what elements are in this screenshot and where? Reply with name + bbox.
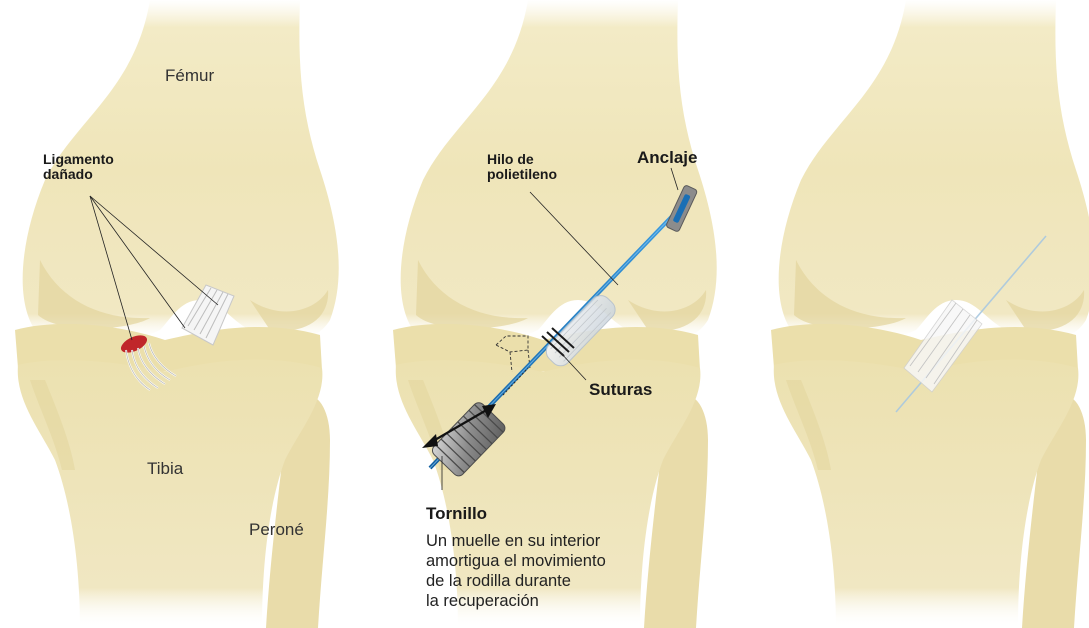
tornillo-label: Tornillo bbox=[426, 505, 487, 524]
anclaje-label: Anclaje bbox=[637, 149, 697, 168]
tornillo-description: Un muelle en su interior amortigua el mo… bbox=[426, 531, 606, 612]
suturas-label: Suturas bbox=[589, 381, 652, 400]
femur-label: Fémur bbox=[165, 67, 214, 86]
perone-label: Peroné bbox=[249, 521, 304, 540]
ligamento-label: Ligamento dañado bbox=[43, 152, 114, 183]
hilo-label: Hilo de polietileno bbox=[487, 152, 557, 183]
tibia-label: Tibia bbox=[147, 460, 183, 479]
panel-healed-knee bbox=[771, 0, 1089, 628]
